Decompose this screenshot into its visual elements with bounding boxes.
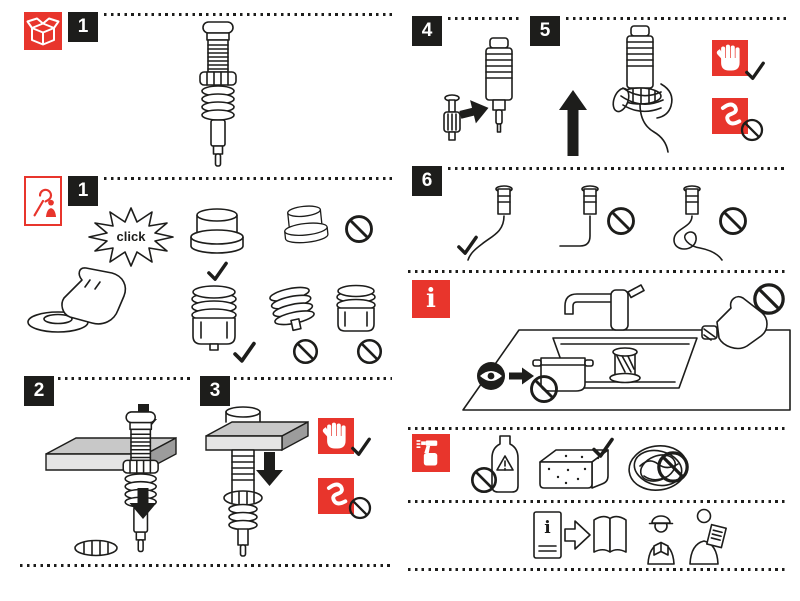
drain-plunger bbox=[609, 347, 641, 384]
hand-press-drawing bbox=[27, 267, 127, 333]
check-icon bbox=[350, 436, 372, 458]
arrow-right-icon bbox=[459, 100, 489, 124]
reader-standing bbox=[689, 508, 727, 565]
sponge-ok-drawing bbox=[539, 437, 614, 489]
valve-assembly-drawing bbox=[188, 20, 248, 170]
dotted-divider bbox=[104, 177, 392, 180]
step-3-badge: 3 bbox=[200, 376, 230, 406]
arrow-icon bbox=[564, 520, 591, 550]
prohibition-icon bbox=[753, 283, 785, 315]
pot-drawing bbox=[532, 357, 594, 392]
faucet bbox=[564, 284, 645, 331]
readers-drawing bbox=[647, 508, 727, 565]
dotted-divider bbox=[104, 13, 392, 16]
steel-wool-wrong-drawing bbox=[628, 445, 689, 491]
package-icon bbox=[24, 12, 62, 50]
dotted-divider bbox=[20, 564, 392, 567]
dotted-divider bbox=[448, 17, 520, 20]
prohibition-icon bbox=[348, 496, 372, 520]
connect-part-drawing bbox=[443, 37, 513, 141]
hand-press-ok-icon bbox=[712, 40, 748, 76]
step-5-badge: 5 bbox=[530, 16, 560, 46]
prohibition-icon bbox=[292, 338, 319, 365]
dotted-divider bbox=[408, 427, 788, 430]
check-icon bbox=[592, 437, 614, 458]
visual-check-icon bbox=[477, 362, 505, 390]
check-icon bbox=[744, 60, 766, 82]
dotted-divider bbox=[566, 17, 788, 20]
step-1-package-badge: 1 bbox=[68, 12, 98, 42]
cartridge-correct-drawing bbox=[191, 285, 256, 363]
hose-line bbox=[467, 215, 505, 261]
hand-pressing-knob bbox=[701, 295, 768, 350]
click-burst: click bbox=[88, 207, 174, 267]
dotted-divider bbox=[408, 568, 788, 571]
no-grease-icon bbox=[318, 478, 354, 514]
hose-loop-drawing bbox=[673, 185, 747, 261]
check-icon bbox=[233, 341, 256, 363]
hand-press-ok-icon bbox=[318, 418, 354, 454]
cap-correct-drawing bbox=[190, 208, 244, 281]
arrow-up-icon bbox=[559, 90, 587, 156]
dotted-divider bbox=[58, 377, 192, 380]
countertop-insert-drawing bbox=[45, 404, 177, 557]
sink-scene-drawing bbox=[462, 283, 791, 411]
spray-bottle-icon bbox=[412, 434, 450, 472]
step-2-badge: 2 bbox=[24, 376, 54, 406]
hose-line bbox=[673, 215, 723, 261]
dotted-divider bbox=[408, 270, 788, 273]
step-4-badge: 4 bbox=[412, 16, 442, 46]
secure-from-below-drawing bbox=[205, 406, 309, 557]
no-aggressive-cleaner-drawing bbox=[470, 435, 519, 494]
step-1-clickfit-badge: 1 bbox=[68, 176, 98, 206]
click-label: click bbox=[117, 229, 147, 244]
prohibition-icon bbox=[740, 118, 764, 142]
dotted-divider bbox=[234, 377, 392, 380]
hand-tighten-drawing bbox=[559, 25, 673, 156]
prohibition-icon bbox=[607, 207, 635, 235]
arrow-up-icon bbox=[129, 488, 157, 519]
assembly-tools-icon bbox=[24, 176, 62, 226]
arrow-down-icon bbox=[256, 452, 283, 486]
manual-reference-drawing: i bbox=[533, 511, 627, 559]
check-icon bbox=[207, 261, 228, 281]
prohibition-icon bbox=[345, 215, 373, 243]
hose-gentle-curve-drawing bbox=[457, 185, 513, 261]
prohibition-icon bbox=[719, 207, 747, 235]
info-icon: i bbox=[412, 280, 450, 318]
dotted-divider bbox=[448, 167, 788, 170]
booklet-icon: i bbox=[533, 511, 562, 559]
reader-with-helmet bbox=[647, 515, 675, 565]
open-book-icon bbox=[593, 515, 627, 553]
info-label: i bbox=[426, 284, 436, 314]
hose-line bbox=[559, 215, 591, 247]
hose-kink-drawing bbox=[559, 185, 635, 247]
prohibition-icon bbox=[356, 338, 383, 365]
cartridge-wrong-drawing bbox=[269, 284, 383, 365]
cap-wrong-drawing bbox=[281, 203, 373, 246]
dotted-divider bbox=[408, 500, 788, 503]
hose-line bbox=[639, 103, 669, 153]
booklet-label: i bbox=[544, 518, 551, 538]
step-6-badge: 6 bbox=[412, 166, 442, 196]
arrow-right-icon bbox=[509, 367, 534, 385]
